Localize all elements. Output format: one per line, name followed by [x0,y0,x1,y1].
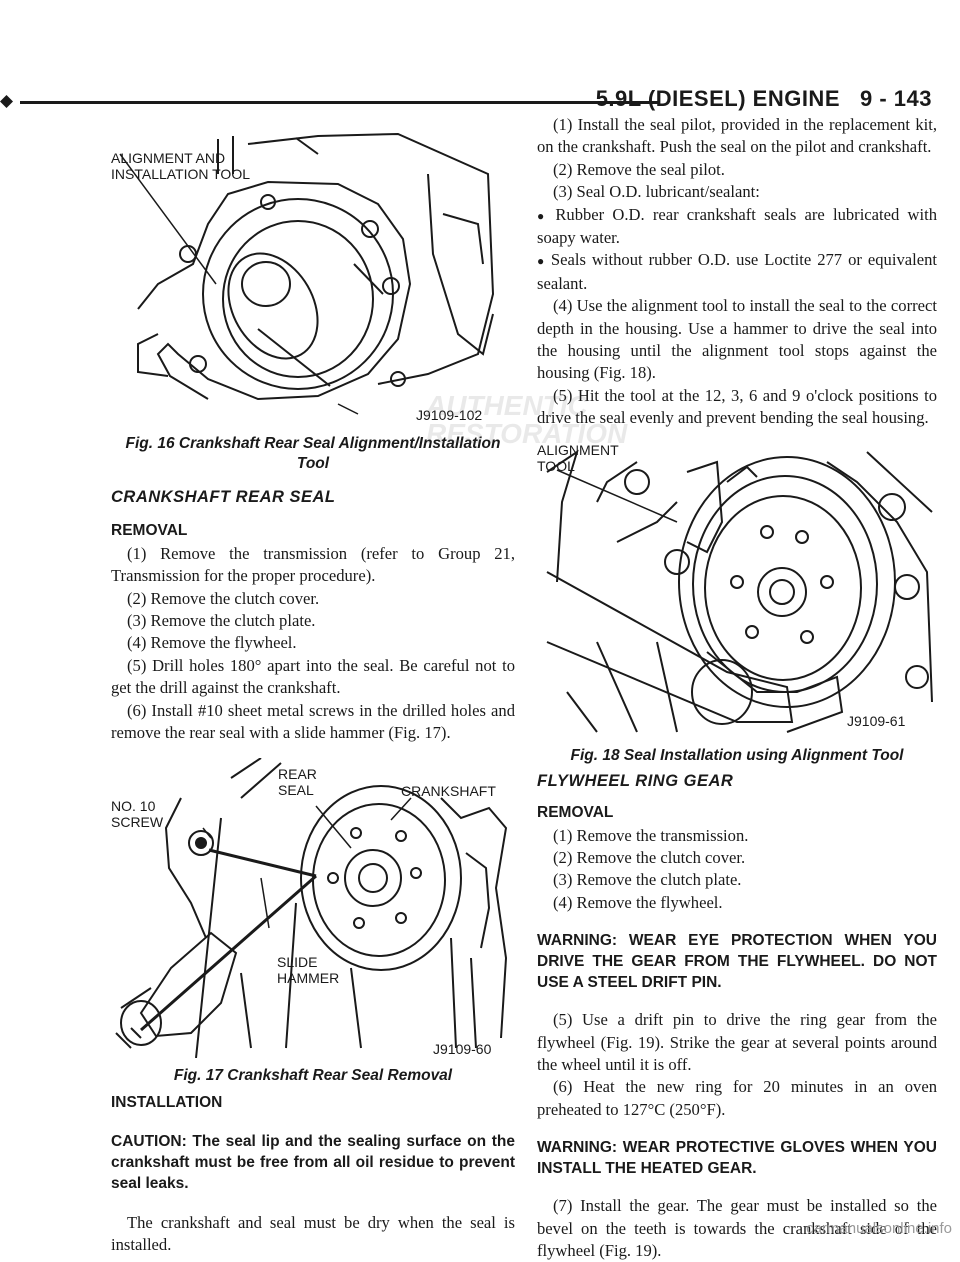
watermark: AUTHENTIC RESTORATION [336,392,636,452]
install-step-3: (3) Seal O.D. lubricant/sealant: [553,182,760,202]
caution-text: CAUTION: The seal lip and the sealing su… [111,1132,515,1192]
figure-17-label-seal: REAR SEAL [278,766,317,799]
ring-gear-step-5: (5) Use a drift pin to drive the ring ge… [537,1010,937,1074]
sealant-bullet-2: Seals without rubber O.D. use Loctite 27… [537,249,937,295]
footer-url[interactable]: carmanualsonline.info [806,1220,952,1237]
removal-step-5: (5) Drill holes 180° apart into the seal… [111,655,515,698]
install-step-5: (5) Hit the tool at the 12, 3, 6 and 9 o… [537,385,937,428]
figure-18-illustration [546,449,933,733]
warning-gloves: WARNING: WEAR PROTECTIVE GLOVES WHEN YOU… [537,1139,937,1178]
removal-step-3: (3) Remove the clutch plate. [127,611,316,631]
ring-gear-step-1: (1) Remove the transmission. [553,825,749,845]
install-step-1: (1) Install the seal pilot, provided in … [537,115,937,157]
figure-17-label-hammer: SLIDE HAMMER [277,954,340,987]
watermark-line-1: AUTHENTIC [426,390,588,421]
figure-18-label: ALIGNMENT TOOL [537,441,619,474]
removal-step-2: (2) Remove the clutch cover. [127,588,320,608]
section-heading-ring-gear: FLYWHEEL RING GEAR [537,771,734,790]
removal-heading: REMOVAL [111,522,188,540]
figure-18-code: J9109-61 [847,712,906,729]
removal-step-6: (6) Install #10 sheet metal screws in th… [111,700,515,743]
figure-17: NO. 10 SCREW REAR SEAL CRANKSHAFT SLIDE … [111,757,515,1059]
install-step-2: (2) Remove the seal pilot. [553,159,725,179]
ring-gear-step-4: (4) Remove the flywheel. [553,892,723,912]
header-rule [20,101,660,104]
figure-16-illustration [119,132,495,415]
page-number: 9 - 143 [860,86,932,111]
diamond-bullet-icon [0,95,13,108]
install-step-4: (4) Use the alignment tool to install th… [537,296,937,383]
figure-17-label-crankshaft: CRANKSHAFT [401,783,496,800]
figure-17-illustration [115,757,508,1059]
right-column: (1) Install the seal pilot, provided in … [537,114,937,1262]
figure-17-label-screw: NO. 10 SCREW [111,798,164,831]
ring-gear-removal-heading: REMOVAL [537,804,614,822]
removal-step-4: (4) Remove the flywheel. [127,633,297,653]
installation-heading: INSTALLATION [111,1094,223,1112]
section-heading-rear-seal: CRANKSHAFT REAR SEAL [111,488,336,506]
figure-17-code: J9109-60 [433,1041,492,1058]
sealant-bullet-1: Rubber O.D. rear crankshaft seals are lu… [537,204,937,250]
page-header: 5.9L (DIESEL) ENGINE 9 - 143 [596,86,932,112]
removal-step-1: (1) Remove the transmission (refer to Gr… [111,543,515,586]
figure-18-caption: Fig. 18 Seal Installation using Alignmen… [570,746,904,764]
section-title: 5.9L (DIESEL) ENGINE [595,86,840,111]
ring-gear-step-6: (6) Heat the new ring for 20 minutes in … [537,1077,937,1119]
left-column: ALIGNMENT AND INSTALLATION TOOL J9109-10… [111,114,515,1257]
dry-note: The crankshaft and seal must be dry when… [111,1212,515,1255]
figure-16-label: ALIGNMENT AND INSTALLATION TOOL [111,150,251,182]
ring-gear-step-3: (3) Remove the clutch plate. [553,870,742,890]
figure-16: ALIGNMENT AND INSTALLATION TOOL J9109-10… [98,114,515,426]
figure-17-caption: Fig. 17 Crankshaft Rear Seal Removal [173,1067,453,1085]
figure-16-code: J9109-102 [416,407,483,423]
figure-16-caption: Fig. 16 Crankshaft Rear Seal Alignment/I… [125,435,501,472]
figure-18: ALIGNMENT TOOL J9109-61 [537,442,937,734]
warning-eye-protection: WARNING: WEAR EYE PROTECTION WHEN YOU DR… [537,932,937,992]
ring-gear-step-2: (2) Remove the clutch cover. [553,847,746,867]
watermark-line-2: RESTORATION [426,418,628,449]
